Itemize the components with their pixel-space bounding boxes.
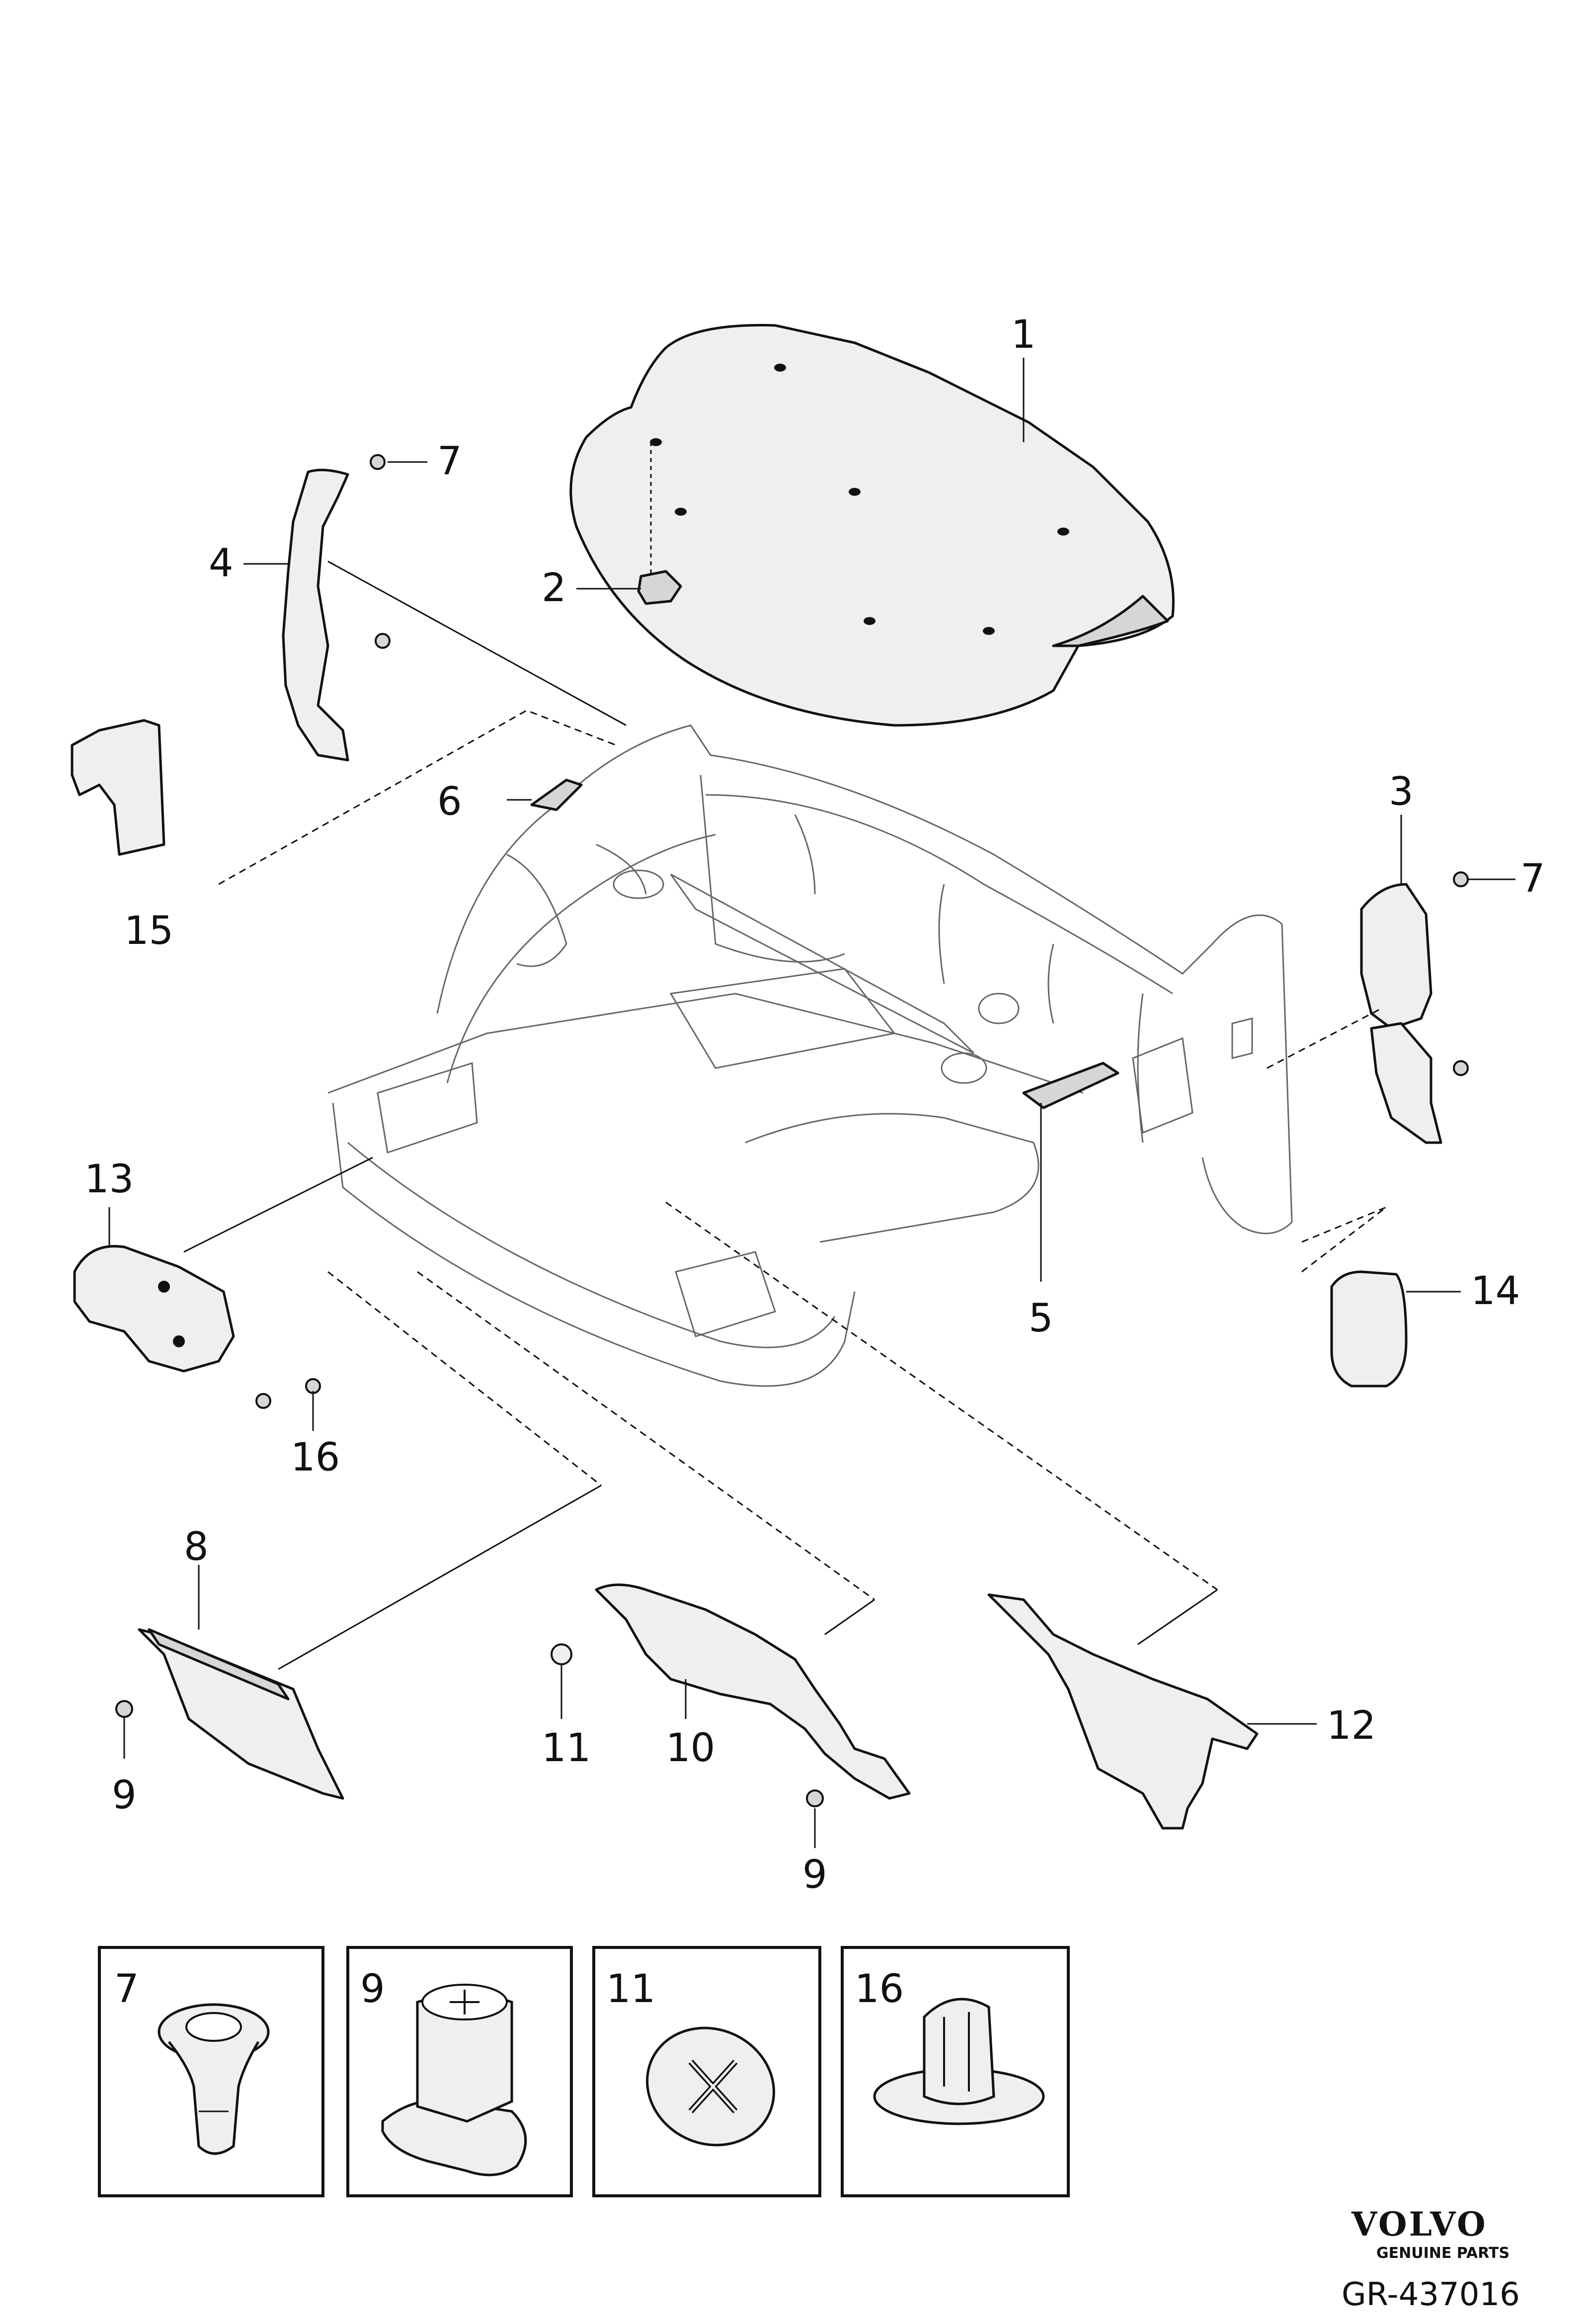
detail-box-7: 7 xyxy=(98,1946,324,2197)
assembly-dashed-lines xyxy=(218,709,1387,1601)
part-3-side-panel-right xyxy=(1360,883,1442,1144)
callout-2: 2 xyxy=(542,566,566,611)
callout-10: 10 xyxy=(666,1726,715,1771)
diagram-reference: GR-437016 xyxy=(1342,2276,1520,2313)
callout-13: 13 xyxy=(84,1157,134,1202)
callout-9-left: 9 xyxy=(112,1773,137,1818)
expansion-clip-icon xyxy=(873,1998,1045,2125)
brand-logo: VOLVO xyxy=(1351,2205,1488,2244)
part-12-bracket xyxy=(987,1593,1259,1830)
callout-7-right: 7 xyxy=(1520,856,1545,901)
callout-14: 14 xyxy=(1471,1269,1520,1314)
callout-8: 8 xyxy=(184,1525,209,1569)
callout-7-upper: 7 xyxy=(437,439,462,484)
callout-3: 3 xyxy=(1389,770,1414,814)
detail-box-11-label: 11 xyxy=(606,1967,655,2012)
fastener-9-left xyxy=(115,1700,133,1718)
callout-9-mid: 9 xyxy=(802,1853,827,1897)
callout-1: 1 xyxy=(1011,312,1036,357)
push-pin-icon xyxy=(158,2003,270,2155)
part-5-rail-strip xyxy=(1022,1062,1119,1109)
brand-tagline: GENUINE PARTS xyxy=(1376,2245,1510,2262)
callout-11: 11 xyxy=(542,1726,591,1771)
callout-6: 6 xyxy=(437,779,462,824)
part-10-bracket xyxy=(595,1583,911,1800)
fasteners xyxy=(115,454,1469,1807)
callout-5: 5 xyxy=(1029,1296,1053,1341)
detail-box-11: 11 xyxy=(592,1946,821,2197)
callout-numbers: 1 2 3 4 5 6 7 7 8 9 9 10 11 12 13 14 15 … xyxy=(84,312,1545,1897)
callout-15: 15 xyxy=(124,909,173,953)
fastener-11 xyxy=(551,1643,572,1665)
fastener-7-upper xyxy=(370,454,386,470)
fastener-7-mid xyxy=(375,633,391,649)
fastener-16-a xyxy=(255,1393,271,1409)
callout-16: 16 xyxy=(291,1435,340,1480)
fastener-16-b xyxy=(305,1378,321,1394)
fastener-7-right xyxy=(1453,871,1469,887)
leader-lines xyxy=(108,358,1515,1848)
washer-icon xyxy=(646,2026,775,2147)
callout-12: 12 xyxy=(1327,1704,1376,1748)
callout-4: 4 xyxy=(209,541,234,586)
vehicle-front-structure xyxy=(327,724,1293,1387)
part-15-bracket xyxy=(71,719,165,856)
fastener-9-mid xyxy=(806,1789,824,1807)
part-6-clip xyxy=(530,778,583,811)
detail-box-9: 9 xyxy=(346,1946,573,2197)
fastener-detail-boxes: 7 9 11 xyxy=(98,1946,1070,2197)
detail-box-16: 16 xyxy=(841,1946,1070,2197)
part-14-cover xyxy=(1330,1270,1408,1388)
part-13-shield xyxy=(73,1245,235,1373)
detail-box-9-label: 9 xyxy=(360,1967,385,2012)
part-2-clip xyxy=(637,570,682,605)
part-8-lower-panel xyxy=(138,1628,344,1800)
part-4-side-panel-left xyxy=(282,468,349,762)
nut-clip-icon xyxy=(381,1984,527,2176)
detail-box-16-label: 16 xyxy=(855,1967,904,2012)
detail-box-7-label: 7 xyxy=(114,1967,139,2012)
part-1-hood-insulator xyxy=(569,324,1175,727)
fastener-7-right-lower xyxy=(1453,1060,1469,1076)
brand-block: VOLVO GENUINE PARTS GR-437016 xyxy=(1342,2205,1520,2313)
